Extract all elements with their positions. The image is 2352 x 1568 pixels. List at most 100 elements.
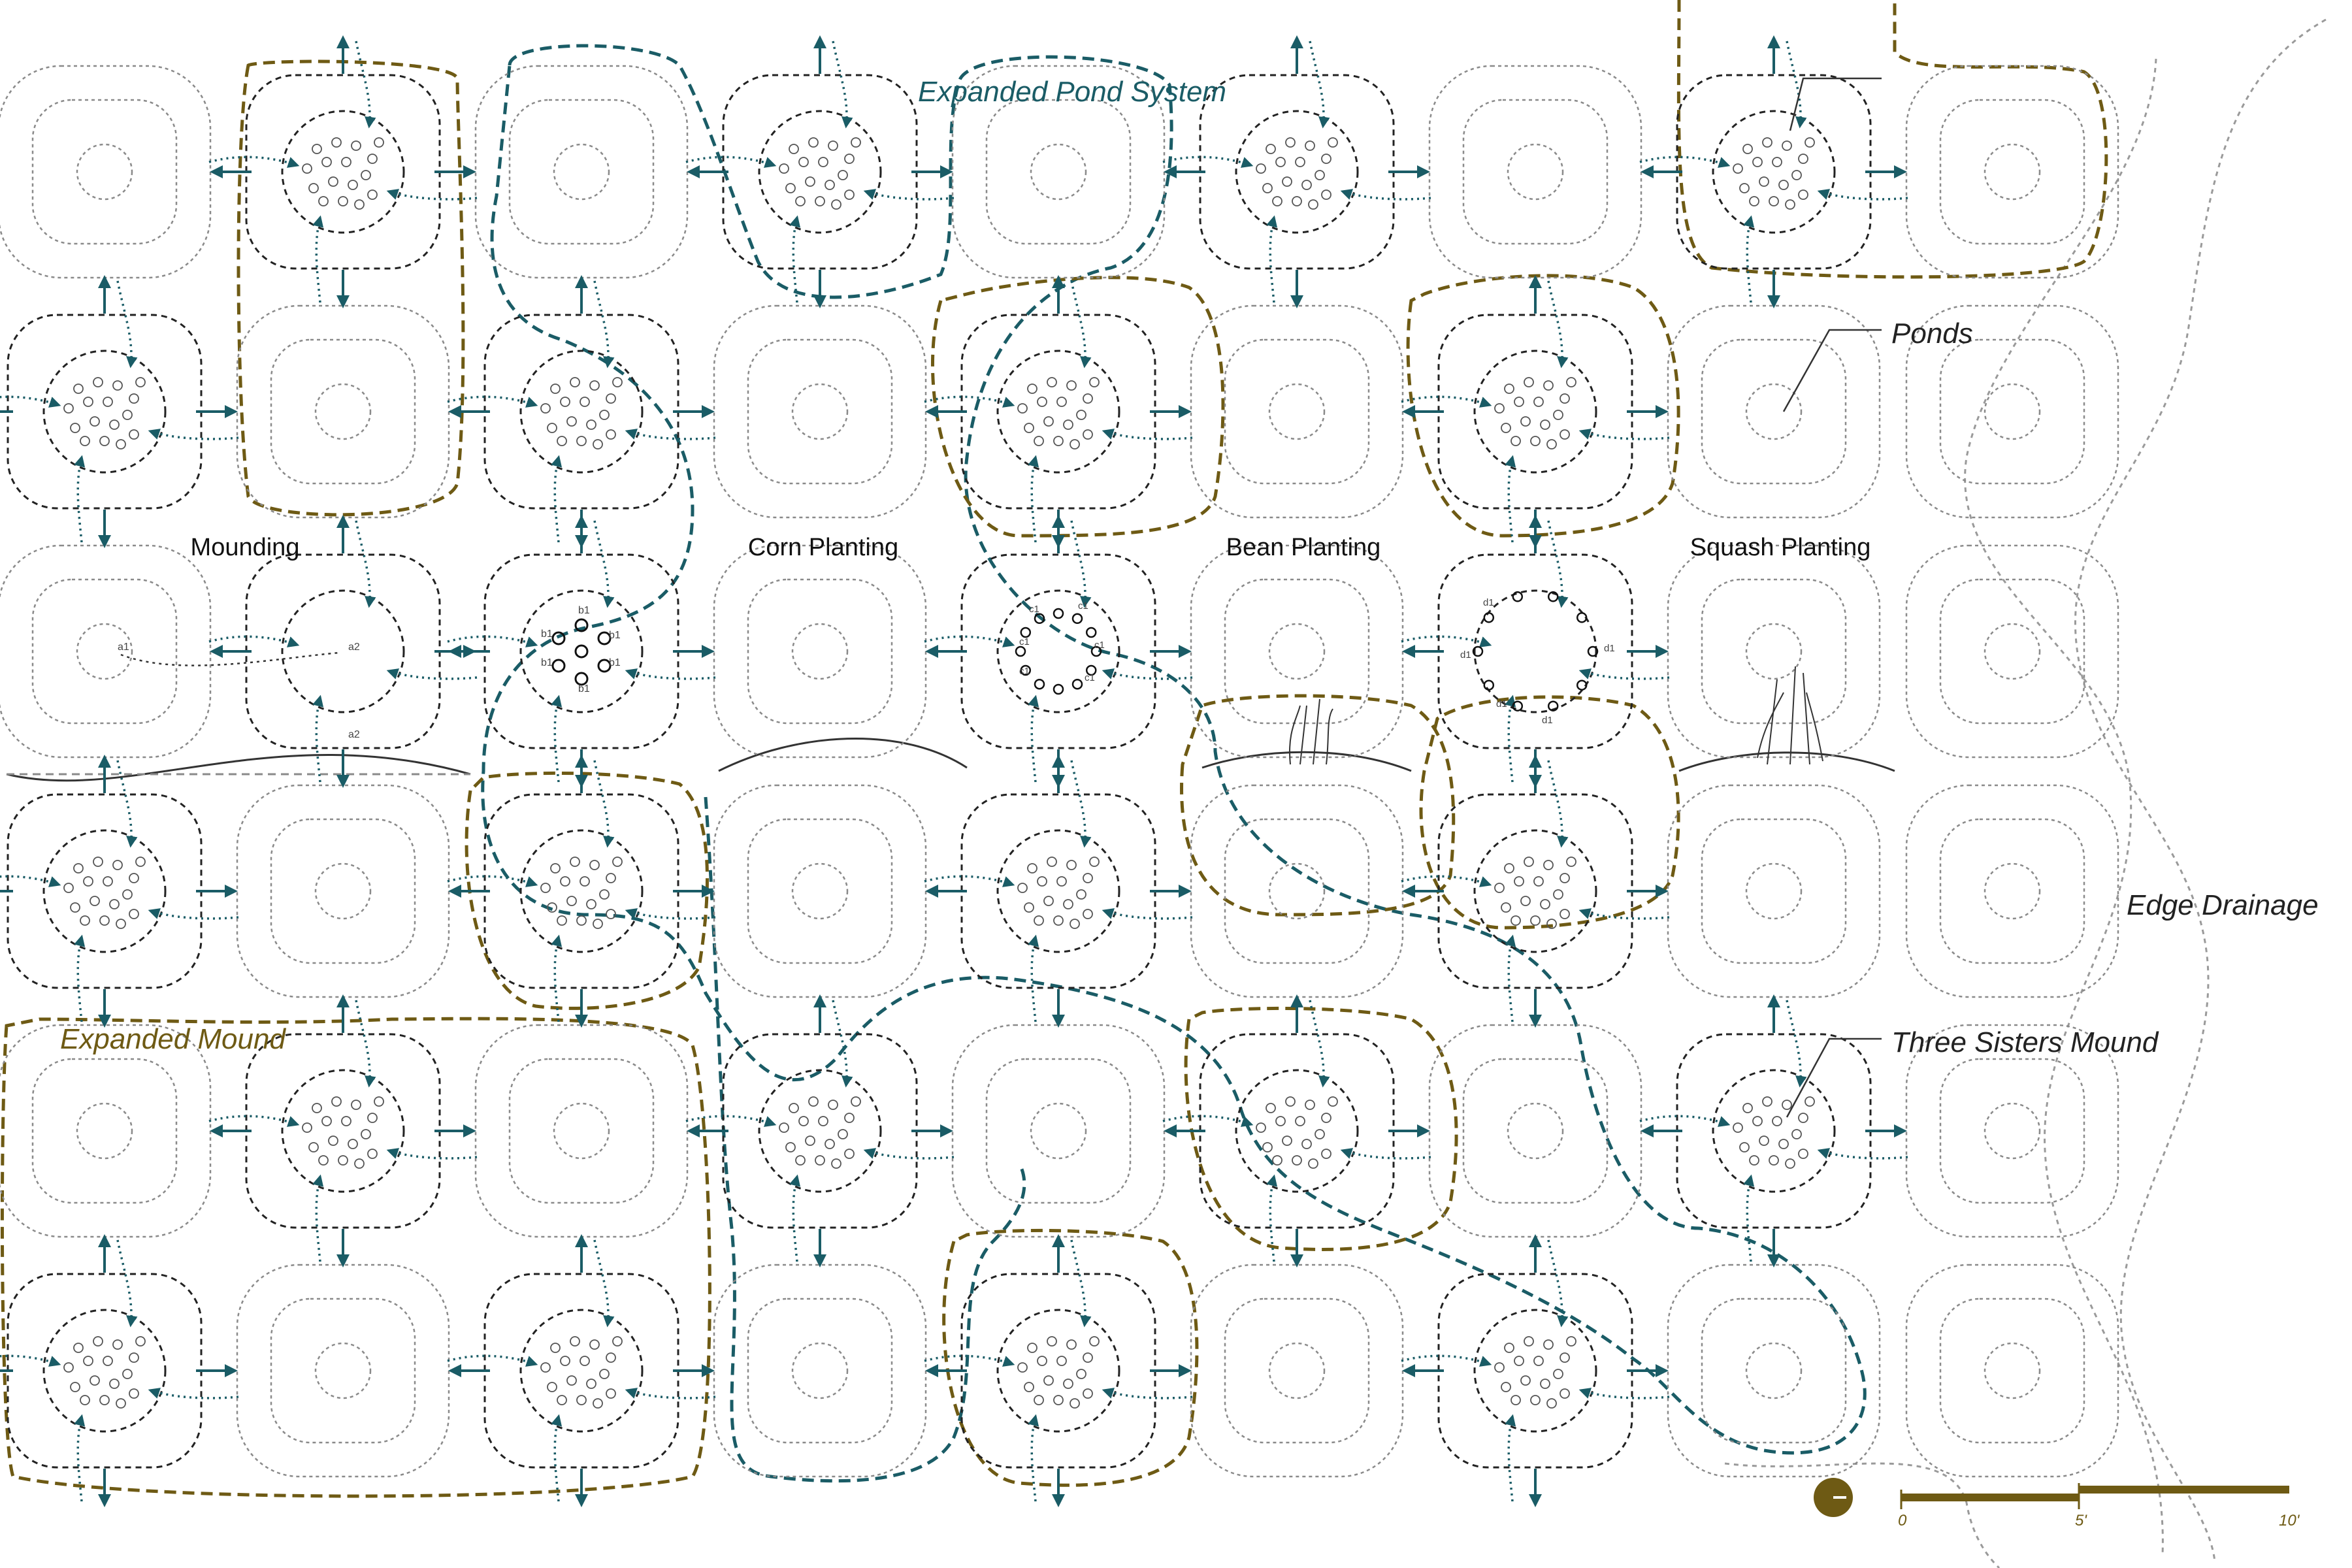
seed-hole: [1553, 889, 1563, 900]
inflow-arrow: [1266, 1174, 1278, 1262]
seed-hole: [1066, 1339, 1077, 1350]
pond-outer-contour: [713, 784, 927, 998]
mound-core: [1712, 1069, 1836, 1193]
seed-hole: [1328, 137, 1338, 148]
inflow-arrow: [1578, 429, 1670, 440]
seed-hole: [1308, 199, 1318, 210]
seed-hole: [93, 1336, 103, 1347]
seed-hole: [580, 1356, 590, 1366]
pond-outer-contour: [1190, 1264, 1404, 1478]
corn-hole: [551, 631, 566, 645]
bean-hole: [1015, 645, 1026, 657]
label-expanded-pond-system: Expanded Pond System: [918, 76, 1226, 108]
seed-hole: [80, 915, 90, 926]
grid-cell: [0, 755, 239, 1028]
expanded-mound-outline: [0, 0, 2108, 1498]
corn-mark: b1: [609, 630, 621, 641]
pond-outer-contour: [1905, 65, 2119, 279]
squash-hole: [1512, 591, 1524, 602]
label-expanded-mound: Expanded Mound: [60, 1023, 286, 1055]
seed-hole: [321, 157, 332, 167]
inflow-arrow: [863, 189, 955, 201]
seed-hole: [348, 1139, 358, 1149]
seed-hole: [351, 140, 361, 151]
seed-hole: [1063, 419, 1073, 430]
pond-center: [1984, 862, 2041, 920]
seed-hole: [1739, 1142, 1750, 1152]
label-ponds: Ponds: [1891, 318, 1973, 350]
grid-cell: [1190, 1264, 1404, 1478]
inflow-arrow: [1070, 760, 1092, 848]
inflow-arrow: [1505, 455, 1516, 543]
leader-lines: [1782, 77, 1882, 1118]
seed-hole: [103, 876, 113, 887]
mound-outer-contour: [483, 553, 679, 749]
seed-hole: [1749, 1155, 1759, 1166]
seed-hole: [129, 1388, 139, 1399]
grid-cell: [1401, 275, 1670, 548]
seed-hole: [1266, 144, 1276, 154]
grid-cell: [1905, 784, 2119, 998]
mound-core: [281, 1069, 405, 1193]
seed-hole: [1560, 1352, 1570, 1363]
inflow-arrow: [625, 668, 716, 680]
seed-hole: [1053, 1395, 1064, 1405]
inflow-arrow: [1309, 41, 1330, 129]
seed-hole: [109, 899, 120, 909]
mound-core: [519, 1309, 644, 1433]
pond-mid-contour: [1701, 338, 1847, 485]
pond-mid-contour: [985, 99, 1132, 245]
pond-mid-contour: [747, 1298, 893, 1444]
inflow-arrow: [625, 429, 716, 440]
mound-mark: a1: [118, 642, 129, 653]
plant-sketches: [1289, 666, 1823, 765]
inflow-arrow: [593, 520, 615, 608]
pond-mid-contour: [31, 99, 178, 245]
label-edge-drainage: Edge Drainage: [2127, 889, 2319, 921]
seed-hole: [1514, 876, 1524, 887]
inflow-arrow: [312, 1174, 324, 1262]
seed-hole: [1292, 196, 1302, 206]
seed-hole: [308, 1142, 319, 1152]
pond-outer-contour: [1905, 544, 2119, 759]
seed-hole: [808, 1096, 819, 1107]
seed-hole: [129, 393, 139, 404]
seed-hole: [1540, 899, 1550, 909]
seed-hole: [1056, 876, 1067, 887]
seed-hole: [1027, 863, 1037, 874]
seed-hole: [338, 196, 348, 206]
inflow-arrow: [1743, 1174, 1755, 1262]
seed-hole: [302, 163, 312, 174]
north-arrow: [1814, 1478, 1853, 1517]
seed-hole: [351, 1100, 361, 1110]
seed-hole: [70, 902, 80, 913]
seed-hole: [1566, 1336, 1576, 1347]
seed-hole: [1076, 1369, 1086, 1379]
seed-hole: [1524, 377, 1534, 387]
seed-hole: [1066, 860, 1077, 870]
mound-outer-contour: [483, 314, 679, 510]
pond-center: [1984, 143, 2041, 201]
seed-hole: [1070, 919, 1080, 929]
inflow-arrow: [1340, 189, 1431, 201]
mound-outer-contour: [1199, 74, 1395, 270]
inflow-arrow: [924, 1354, 1015, 1367]
seed-hole: [540, 1362, 551, 1373]
inflow-arrow: [312, 215, 324, 303]
seed-hole: [318, 1155, 329, 1166]
seed-hole: [1511, 1395, 1521, 1405]
seed-hole: [1070, 439, 1080, 449]
seed-hole: [1047, 857, 1057, 867]
seed-hole: [1533, 397, 1544, 407]
squash-hole: [1587, 645, 1599, 657]
seed-hole: [1053, 915, 1064, 926]
seed-hole: [1778, 1139, 1789, 1149]
seed-hole: [1047, 1336, 1057, 1347]
mound-core: [42, 350, 167, 474]
scale-tick-0: 0: [1898, 1512, 1907, 1529]
pond-mid-contour: [1701, 578, 1847, 725]
seed-hole: [593, 919, 603, 929]
seed-hole: [1043, 416, 1054, 427]
